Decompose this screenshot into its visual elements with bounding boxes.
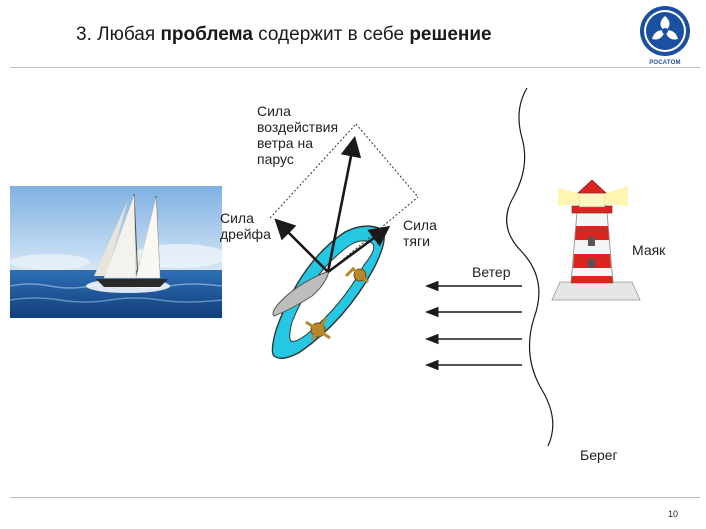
- boat-hull: [271, 225, 385, 359]
- parallelogram-edge: [269, 123, 357, 219]
- label-line: Сила: [403, 217, 437, 233]
- page-title: 3. Любая проблема содержит в себе решени…: [76, 24, 492, 46]
- crew-member: [305, 317, 331, 341]
- logo-text: РОСАТОМ: [649, 60, 681, 66]
- parallelogram-edge: [327, 196, 419, 273]
- footer-divider: [10, 497, 700, 498]
- wind-force-label: Сила воздействия ветра на парус: [257, 103, 338, 167]
- label-line: парус: [257, 151, 294, 167]
- wind-label: Ветер: [472, 264, 511, 280]
- title-emphasis-solution: решение: [409, 24, 492, 45]
- sailboat-photo: [10, 186, 222, 318]
- page-number: 10: [668, 509, 679, 519]
- shore-label: Берег: [580, 447, 618, 463]
- title-emphasis-problem: проблема: [160, 24, 253, 45]
- drift-force-arrow: [274, 218, 329, 273]
- label-line: тяги: [403, 233, 430, 249]
- label-line: воздействия: [257, 119, 339, 135]
- shoreline: [506, 87, 554, 447]
- boat-sail: [272, 270, 330, 317]
- drift-force-label: Сила дрейфа: [220, 210, 271, 242]
- title-part: 3. Любая: [76, 24, 161, 45]
- lighthouse-icon: [551, 179, 641, 301]
- wind-force-arrow: [326, 135, 362, 273]
- crew-member: [344, 266, 369, 284]
- label-line: ветра на: [257, 135, 313, 151]
- thrust-force-arrow: [327, 225, 391, 274]
- thrust-force-label: Сила тяги: [403, 217, 437, 249]
- rosatom-emblem-icon: [640, 6, 690, 56]
- label-line: дрейфа: [220, 226, 271, 242]
- label-line: Сила: [257, 103, 291, 119]
- title-part: содержит в себе: [252, 24, 410, 45]
- title-divider: [10, 67, 700, 68]
- rosatom-logo: РОСАТОМ: [636, 4, 694, 70]
- parallelogram-edge: [355, 123, 419, 198]
- lighthouse-label: Маяк: [632, 242, 666, 258]
- label-line: Сила: [220, 210, 254, 226]
